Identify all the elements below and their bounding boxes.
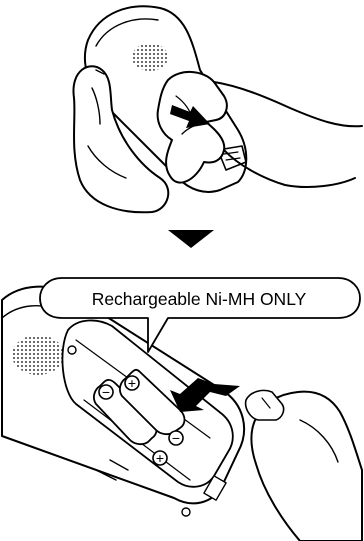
battery-2-pos: + bbox=[128, 375, 136, 391]
down-triangle-icon bbox=[168, 230, 214, 248]
callout-label: Rechargeable Ni-MH ONLY bbox=[92, 289, 307, 309]
speaker-grille-icon-2 bbox=[12, 335, 64, 375]
battery-1-pos: + bbox=[156, 450, 164, 466]
battery-2-neg: − bbox=[172, 430, 180, 446]
step-open-cover bbox=[73, 6, 362, 212]
battery-1-neg: − bbox=[102, 384, 110, 400]
inserting-hand bbox=[246, 390, 362, 541]
step-insert-batteries: − + + − bbox=[2, 287, 362, 541]
speaker-grille-icon bbox=[132, 43, 168, 71]
right-hand bbox=[158, 72, 362, 187]
